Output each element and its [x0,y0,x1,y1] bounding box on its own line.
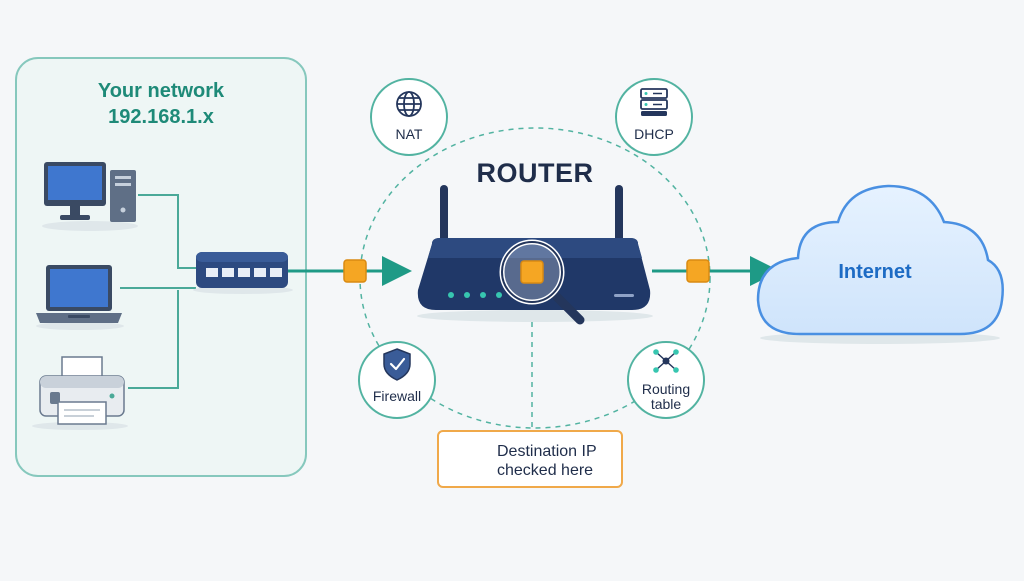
device-wires [120,194,196,389]
laptop-icon [36,265,124,330]
service-label-table: table [650,396,682,412]
service-node-nat [370,78,448,156]
router-title: ROUTER [476,158,594,188]
service-node-routing-table [627,341,705,419]
service-label-firewall: Firewall [372,388,422,404]
service-label-nat: NAT [395,126,423,142]
service-label-dhcp: DHCP [634,126,674,142]
callout-text: Destination IP checked here [497,443,597,479]
desktop-computer-icon [42,162,138,231]
local-network-title: Your network [97,80,225,102]
globe-icon [396,91,422,117]
local-network-subnet: 192.168.1.x [108,106,214,128]
internet-label: Internet [838,261,912,283]
link-router-to-internet [652,256,780,286]
printer-icon [32,356,128,430]
shield-check-icon [383,348,411,381]
network-nodes-icon [653,349,679,373]
server-icon [640,88,668,116]
data-packet [520,260,544,284]
network-switch-icon [193,252,293,294]
service-label-routing: Routing [641,381,691,397]
link-switch-to-router [288,256,412,286]
data-packet [343,259,367,283]
internet-cloud-icon [756,184,1004,344]
magnifier-icon [499,239,585,325]
service-node-firewall [358,341,436,419]
destination-ip-callout: Destination IP checked here [437,430,623,488]
data-packet [686,259,710,283]
service-node-dhcp [615,78,693,156]
